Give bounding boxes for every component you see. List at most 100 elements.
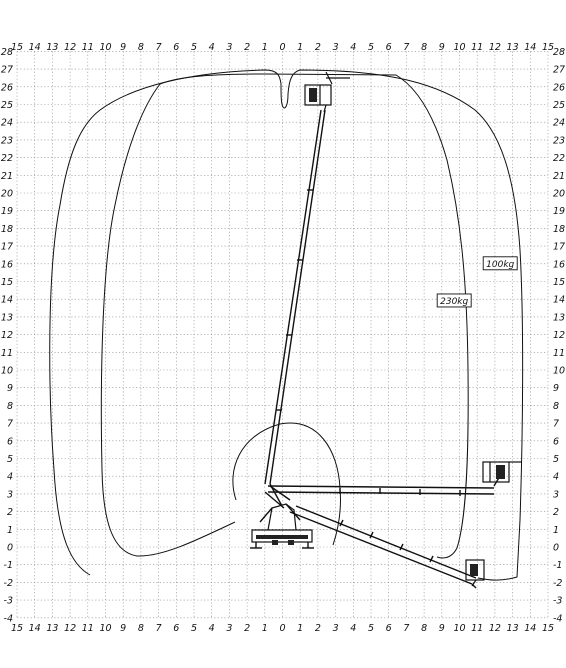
y-tick-label-left: 14 bbox=[1, 295, 13, 306]
y-tick-label-left: 6 bbox=[7, 436, 13, 447]
y-tick-label-left: 7 bbox=[7, 419, 13, 430]
y-tick-label-left: 10 bbox=[1, 366, 13, 377]
y-tick-label-right: 6 bbox=[553, 436, 559, 447]
x-tick-label-top: 1 bbox=[297, 42, 303, 53]
x-tick-label-bottom: 11 bbox=[82, 623, 94, 634]
x-tick-label-top: 14 bbox=[29, 42, 41, 53]
x-tick-label-bottom: 10 bbox=[453, 623, 465, 634]
grid bbox=[16, 51, 549, 619]
y-tick-label-left: 12 bbox=[1, 330, 13, 341]
y-tick-label-right: 0 bbox=[553, 543, 559, 554]
load-label-100kg-text: 100kg bbox=[486, 260, 514, 270]
y-tick-label-right: 1 bbox=[553, 525, 559, 536]
y-tick-label-left: 23 bbox=[1, 135, 13, 146]
basket-right bbox=[482, 461, 522, 483]
y-tick-label-left: 13 bbox=[1, 312, 13, 323]
axis-ticks: 1515141413131212111110109988776655443322… bbox=[1, 42, 565, 634]
y-tick-label-right: -1 bbox=[553, 560, 562, 571]
x-tick-label-bottom: 12 bbox=[64, 623, 76, 634]
x-tick-label-bottom: 15 bbox=[11, 623, 23, 634]
y-tick-label-right: 27 bbox=[553, 65, 565, 76]
load-label-230kg: 230kg bbox=[436, 293, 472, 308]
x-tick-label-top: 15 bbox=[542, 42, 554, 53]
x-tick-label-top: 4 bbox=[350, 42, 356, 53]
inner-zone bbox=[232, 422, 341, 546]
x-tick-label-top: 7 bbox=[403, 42, 409, 53]
y-tick-label-left: 24 bbox=[1, 118, 13, 129]
y-tick-label-left: 27 bbox=[1, 65, 13, 76]
x-tick-label-bottom: 3 bbox=[226, 623, 232, 634]
y-tick-label-left: 8 bbox=[7, 401, 13, 412]
x-tick-label-top: 8 bbox=[421, 42, 427, 53]
y-tick-label-right: 9 bbox=[553, 383, 559, 394]
y-tick-label-right: 15 bbox=[553, 277, 565, 288]
boom-diagonal bbox=[289, 505, 477, 589]
envelope-100kg bbox=[49, 69, 524, 581]
basket-top bbox=[304, 71, 350, 113]
y-tick-label-left: 17 bbox=[1, 242, 13, 253]
x-tick-label-bottom: 13 bbox=[507, 623, 519, 634]
x-tick-label-top: 11 bbox=[82, 42, 94, 53]
x-tick-label-bottom: 2 bbox=[315, 623, 321, 634]
y-tick-label-left: 21 bbox=[1, 171, 13, 182]
y-tick-label-right: -4 bbox=[553, 613, 562, 624]
y-tick-label-right: 18 bbox=[553, 224, 565, 235]
x-tick-label-top: 5 bbox=[191, 42, 197, 53]
y-tick-label-left: 15 bbox=[1, 277, 13, 288]
y-tick-label-right: 12 bbox=[553, 330, 565, 341]
y-tick-label-right: -3 bbox=[553, 596, 562, 607]
y-tick-label-left: 0 bbox=[7, 543, 13, 554]
envelope-230kg bbox=[100, 73, 469, 559]
y-tick-label-right: 21 bbox=[553, 171, 565, 182]
x-tick-label-bottom: 4 bbox=[209, 623, 215, 634]
y-tick-label-right: 10 bbox=[553, 366, 565, 377]
y-tick-label-left: -1 bbox=[4, 560, 13, 571]
x-tick-label-top: 3 bbox=[226, 42, 232, 53]
x-tick-label-bottom: 13 bbox=[46, 623, 58, 634]
x-tick-label-bottom: 9 bbox=[439, 623, 445, 634]
y-tick-label-right: 7 bbox=[553, 419, 559, 430]
x-tick-label-top: 1 bbox=[262, 42, 268, 53]
x-tick-label-top: 3 bbox=[333, 42, 339, 53]
y-tick-label-right: 11 bbox=[553, 348, 565, 359]
y-tick-label-left: 25 bbox=[1, 100, 13, 111]
x-tick-label-bottom: 8 bbox=[138, 623, 144, 634]
y-tick-label-right: 8 bbox=[553, 401, 559, 412]
y-tick-label-left: 20 bbox=[1, 189, 13, 200]
y-tick-label-right: 20 bbox=[553, 189, 565, 200]
y-tick-label-right: 14 bbox=[553, 295, 565, 306]
y-tick-label-left: 26 bbox=[1, 82, 13, 93]
y-tick-label-left: 2 bbox=[7, 507, 13, 518]
x-tick-label-bottom: 3 bbox=[333, 623, 339, 634]
y-tick-label-left: 1 bbox=[7, 525, 13, 536]
x-tick-label-top: 9 bbox=[439, 42, 445, 53]
y-tick-label-right: 3 bbox=[553, 489, 559, 500]
x-tick-label-top: 13 bbox=[46, 42, 58, 53]
x-tick-label-bottom: 6 bbox=[173, 623, 179, 634]
x-tick-label-bottom: 8 bbox=[421, 623, 427, 634]
x-tick-label-top: 9 bbox=[120, 42, 126, 53]
x-tick-label-bottom: 4 bbox=[350, 623, 356, 634]
basket-bottom bbox=[465, 559, 485, 587]
y-tick-label-right: 2 bbox=[553, 507, 559, 518]
x-tick-label-bottom: 5 bbox=[368, 623, 374, 634]
y-tick-label-right: 25 bbox=[553, 100, 565, 111]
x-tick-label-bottom: 9 bbox=[120, 623, 126, 634]
x-tick-label-top: 12 bbox=[64, 42, 76, 53]
x-tick-label-bottom: 1 bbox=[262, 623, 268, 634]
x-tick-label-bottom: 14 bbox=[29, 623, 41, 634]
x-tick-label-bottom: 0 bbox=[279, 623, 285, 634]
x-tick-label-bottom: 14 bbox=[524, 623, 536, 634]
y-tick-label-right: 28 bbox=[553, 47, 565, 58]
x-tick-label-bottom: 2 bbox=[244, 623, 250, 634]
y-tick-label-left: -3 bbox=[4, 596, 13, 607]
x-tick-label-top: 5 bbox=[368, 42, 374, 53]
x-tick-label-top: 14 bbox=[524, 42, 536, 53]
y-tick-label-right: 24 bbox=[553, 118, 565, 129]
x-tick-label-top: 4 bbox=[209, 42, 215, 53]
x-tick-label-top: 0 bbox=[279, 42, 285, 53]
x-tick-label-bottom: 12 bbox=[489, 623, 501, 634]
y-tick-label-right: 13 bbox=[553, 312, 565, 323]
